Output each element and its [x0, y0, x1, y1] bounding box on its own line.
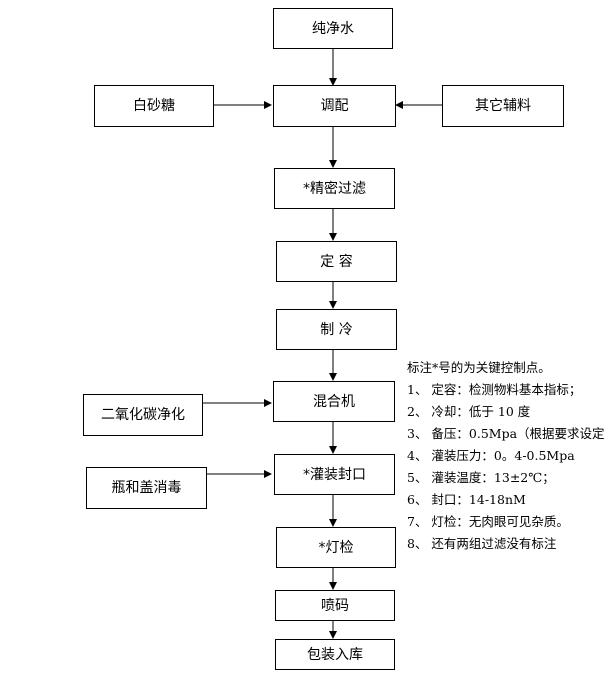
note-item: 2、 冷却：低于 10 度 — [407, 404, 531, 419]
bottle-cap-disinfection-label: 瓶和盖消毒 — [111, 480, 182, 496]
co2-purification-label: 二氧化碳净化 — [101, 407, 185, 423]
filling-sealing-label: *灌装封口 — [303, 466, 366, 483]
note-item: 3、 备压：0.5Mpa（根据要求设定 — [407, 426, 605, 441]
inkjet-coding-label: 喷码 — [321, 597, 349, 614]
note-item: 4、 灌装压力：0。4-0.5Mpa — [407, 448, 575, 463]
other-ingredients-box: 其它辅料 — [442, 85, 564, 127]
notes-header: 标注*号的为关键控制点。 — [407, 360, 551, 375]
control-point-notes: 标注*号的为关键控制点。 1、 定容：检测物料基本指标； 2、 冷却：低于 10… — [407, 357, 615, 555]
constant-volume-label: 定 容 — [320, 253, 353, 270]
precision-filtration-label: *精密过滤 — [303, 180, 366, 197]
mixer-box: 混合机 — [273, 381, 395, 422]
precision-filtration-box: *精密过滤 — [274, 168, 395, 209]
cooling-box: 制 冷 — [276, 309, 397, 350]
note-item: 6、 封口：14-18nM — [407, 492, 526, 507]
note-item: 5、 灌装温度：13±2℃； — [407, 470, 555, 485]
bottle-cap-disinfection-box: 瓶和盖消毒 — [86, 467, 207, 509]
other-ingredients-label: 其它辅料 — [475, 98, 531, 114]
note-item: 7、 灯检：无肉眼可见杂质。 — [407, 514, 569, 529]
light-inspection-box: *灯检 — [276, 527, 396, 568]
inkjet-coding-box: 喷码 — [275, 590, 395, 621]
constant-volume-box: 定 容 — [276, 241, 397, 282]
white-sugar-box: 白砂糖 — [94, 85, 214, 127]
white-sugar-label: 白砂糖 — [133, 98, 175, 114]
light-inspection-label: *灯检 — [318, 539, 354, 556]
filling-sealing-box: *灌装封口 — [274, 454, 395, 495]
blending-box: 调配 — [273, 85, 396, 127]
packaging-storage-label: 包装入库 — [307, 646, 363, 663]
note-item: 1、 定容：检测物料基本指标； — [407, 382, 582, 397]
mixer-label: 混合机 — [313, 393, 355, 410]
cooling-label: 制 冷 — [320, 321, 353, 338]
pure-water-box: 纯净水 — [273, 8, 393, 49]
co2-purification-box: 二氧化碳净化 — [83, 394, 203, 436]
packaging-storage-box: 包装入库 — [275, 639, 395, 670]
note-item: 8、 还有两组过滤没有标注 — [407, 536, 557, 551]
pure-water-label: 纯净水 — [312, 20, 354, 37]
blending-label: 调配 — [320, 98, 349, 114]
